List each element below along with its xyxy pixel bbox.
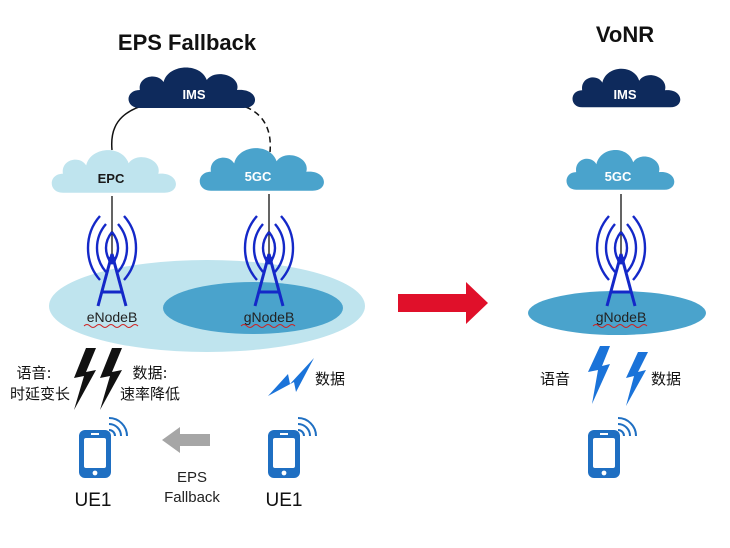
ims-epc-link [110, 103, 149, 151]
gnodeb-underline-left [240, 324, 296, 328]
transition-arrow-icon [398, 282, 488, 324]
gnodeb-antenna-icon-left [243, 214, 295, 307]
gnodeb-label-left: gNodeB [244, 309, 295, 325]
5gc-label-left: 5GC [245, 169, 272, 184]
data-bolt-icon [100, 348, 122, 410]
5gc-label-right: 5GC [605, 169, 632, 184]
data-bolt-icon-blue-left [268, 358, 314, 396]
data-label-right-vonr: 数据 [651, 370, 681, 388]
data-label: 数据: [132, 364, 167, 382]
voice-detail: 时延变长 [10, 385, 70, 403]
enodeb-antenna-icon [86, 214, 138, 307]
voice-bolt-icon-right [588, 346, 610, 404]
gnodeb-coverage-left [163, 282, 343, 334]
vonr-title: VoNR [596, 22, 654, 47]
eps-fallback-title: EPS Fallback [118, 30, 257, 55]
gnodeb-label-right: gNodeB [596, 309, 647, 325]
enodeb-label: eNodeB [87, 309, 138, 325]
epc-label: EPC [98, 171, 125, 186]
phone-icon-right [267, 417, 317, 479]
phone-icon-vonr [587, 417, 637, 479]
data-label-right: 数据 [315, 370, 345, 388]
voice-label: 语音: [16, 364, 51, 382]
data-detail: 速率降低 [120, 385, 180, 403]
ue-label-right: UE1 [266, 490, 303, 511]
data-bolt-icon-right [626, 352, 648, 406]
phone-icon-left [78, 417, 128, 479]
gnodeb-coverage-right [528, 291, 706, 335]
ims-label-left: IMS [182, 87, 205, 102]
fallback-label-line2: Fallback [164, 489, 220, 506]
enodeb-underline [83, 324, 139, 328]
voice-label-right: 语音 [540, 370, 570, 388]
voice-bolt-icon [74, 348, 96, 410]
fallback-arrow-icon [162, 427, 210, 453]
gnodeb-antenna-icon-right [595, 214, 647, 307]
gnodeb-underline-right [592, 324, 648, 328]
fallback-label-line1: EPS [177, 469, 207, 486]
ue-label-left: UE1 [75, 490, 112, 511]
ims-label-right: IMS [613, 87, 636, 102]
ims-5gc-link [235, 103, 272, 153]
